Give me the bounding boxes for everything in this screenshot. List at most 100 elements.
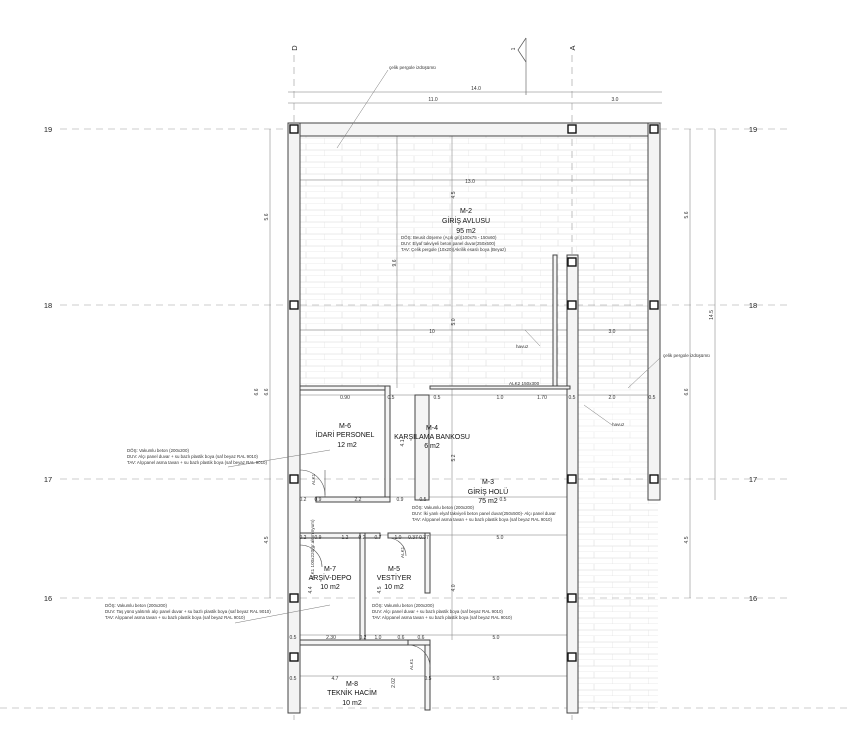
dimension-texts: 14.0 11.0 3.0 13.0 4.5 9.6 5.0 10 3.0 5.… bbox=[254, 86, 715, 688]
dim-text: 5.6 bbox=[264, 213, 270, 220]
dim-text: 0.5 bbox=[569, 395, 576, 401]
dim-text: 11.0 bbox=[428, 97, 438, 103]
room-note: DÖŞ: Vakumlu beton (200x200) bbox=[412, 505, 474, 510]
dim-text: 6.6 bbox=[254, 388, 260, 395]
dim-text: 6.6 bbox=[684, 388, 690, 395]
dim-text: 4.5 bbox=[264, 536, 270, 543]
dim-text: 5.2 bbox=[451, 454, 457, 461]
pool-area bbox=[578, 255, 648, 500]
room-name: GİRİŞ AVLUSU bbox=[442, 216, 490, 225]
room-code: M-8 bbox=[346, 681, 358, 688]
room-m7: M-7 ARŞİV-DEPO 10 m2 DÖŞ: Vakumlu beton … bbox=[105, 566, 352, 620]
room-code: M-6 bbox=[339, 423, 351, 430]
door-label-teknik: ALK1 bbox=[409, 658, 414, 670]
room-note: DUV: İki yanlı elyaf takviyeli beton pan… bbox=[412, 511, 556, 516]
room-area: 6 m2 bbox=[424, 443, 440, 450]
room-area: 10 m2 bbox=[320, 584, 340, 591]
room-note: TAV: Alçıpanel asma tavan + su bazlı pla… bbox=[372, 615, 512, 620]
section-marker-icon bbox=[517, 37, 527, 95]
dim-text: 2.02 bbox=[391, 678, 397, 688]
dim-text: 3.0 bbox=[612, 97, 619, 103]
room-note: DÖŞ: Vakumlu beton (200x200) bbox=[105, 603, 167, 608]
room-m5: M-5 VESTİYER 10 m2 DÖŞ: Vakumlu beton (2… bbox=[372, 566, 512, 620]
room-code: M-4 bbox=[426, 425, 438, 432]
dim-text: 5.6 bbox=[684, 211, 690, 218]
room-m8: M-8 TEKNİK HACİM 10 m2 bbox=[327, 681, 377, 707]
pool-note-2: havuz bbox=[612, 422, 625, 427]
dim-text: 4.5 bbox=[451, 191, 457, 198]
dim-text: 2.0 bbox=[609, 395, 616, 401]
dim-text: 0.37 bbox=[419, 535, 429, 541]
room-name: GİRİŞ HOLÜ bbox=[468, 487, 508, 496]
dim-text: 6.6 bbox=[264, 388, 270, 395]
dim-text: 0.5 bbox=[434, 395, 441, 401]
dim-text: 0.5 bbox=[290, 676, 297, 682]
pool-note-1: havuz bbox=[516, 344, 529, 349]
axis-label-16-right: 16 bbox=[749, 594, 757, 603]
room-code: M-7 bbox=[324, 566, 336, 573]
room-code: M-2 bbox=[460, 208, 472, 215]
axis-label-18-right: 18 bbox=[749, 301, 757, 310]
columns bbox=[289, 124, 659, 662]
dim-text: 0.2 bbox=[359, 535, 366, 541]
dim-text: 0.7 bbox=[375, 535, 382, 541]
side-paving bbox=[578, 500, 658, 710]
dim-text: 5.0 bbox=[493, 635, 500, 641]
dim-text: 0.9 bbox=[315, 535, 322, 541]
room-area: 12 m2 bbox=[337, 442, 357, 449]
dim-text: 1.0 bbox=[497, 395, 504, 401]
dim-text: 0.90 bbox=[340, 395, 350, 401]
room-area: 10 m2 bbox=[342, 700, 362, 707]
room-name: VESTİYER bbox=[377, 573, 412, 582]
room-note: DÖŞ: Beusit döşeme (Açık gri)(100x75 - 1… bbox=[401, 235, 497, 240]
room-area: 75 m2 bbox=[478, 498, 498, 505]
dim-text: 14.5 bbox=[709, 310, 715, 320]
dim-text: 0.5 bbox=[649, 395, 656, 401]
dim-text: 0.9 bbox=[315, 497, 322, 503]
dim-text: 0.37 bbox=[408, 535, 418, 541]
dim-text: 1.0 bbox=[395, 535, 402, 541]
door-label-idari: ALK1 bbox=[311, 473, 316, 485]
dim-text: 5.0 bbox=[451, 318, 457, 325]
dim-text: 10 bbox=[429, 329, 435, 335]
dim-text: 0.5 bbox=[420, 497, 427, 503]
walls bbox=[287, 122, 661, 714]
room-note: TAV: Çelik pergole (10x20)(Akrilik esasl… bbox=[401, 247, 506, 252]
room-m6: M-6 İDARİ PERSONEL 12 m2 DÖŞ: Vakumlu be… bbox=[127, 423, 374, 465]
dim-text: 4.4 bbox=[308, 586, 314, 593]
room-note: TAV: Alçıpanel asma tavan + su bazlı pla… bbox=[127, 460, 267, 465]
dim-text: 4.7 bbox=[332, 676, 339, 682]
axis-label-17: 17 bbox=[44, 475, 52, 484]
axis-label-18: 18 bbox=[44, 301, 52, 310]
dim-text: 0.6 bbox=[418, 635, 425, 641]
dim-text: 1.2 bbox=[342, 535, 349, 541]
dim-text: 2.2 bbox=[355, 497, 362, 503]
room-note: DÖŞ: Vakumlu beton (200x200) bbox=[127, 448, 189, 453]
axis-label-a: A bbox=[568, 45, 577, 50]
dim-text: 4.5 bbox=[377, 586, 383, 593]
dim-text: 3.0 bbox=[609, 329, 616, 335]
axis-label-19: 19 bbox=[44, 125, 52, 134]
dim-text: 14.0 bbox=[471, 86, 481, 92]
dim-text: 0.2 bbox=[300, 497, 307, 503]
room-area: 95 m2 bbox=[456, 228, 476, 235]
pergola-note-right: çelik pergole izdüşümü bbox=[663, 353, 710, 358]
room-name: TEKNİK HACİM bbox=[327, 688, 377, 697]
room-m2: M-2 GİRİŞ AVLUSU 95 m2 DÖŞ: Beusit döşem… bbox=[401, 208, 506, 252]
window-label: ALK2 150x300 bbox=[509, 381, 540, 386]
axis-label-17-right: 17 bbox=[749, 475, 757, 484]
room-code: M-3 bbox=[482, 479, 494, 486]
room-area: 10 m2 bbox=[384, 584, 404, 591]
room-code: M-5 bbox=[388, 566, 400, 573]
room-note: DUV: Taş yünü yalıtımlı alçı panel duvar… bbox=[105, 609, 271, 614]
dim-text: 4.0 bbox=[451, 584, 457, 591]
dim-text: 0.5 bbox=[500, 497, 507, 503]
door-swings bbox=[299, 469, 431, 668]
room-m3: M-3 GİRİŞ HOLÜ 75 m2 DÖŞ: Vakumlu beton … bbox=[412, 479, 556, 522]
dim-text: 5.0 bbox=[497, 535, 504, 541]
room-name: ARŞİV-DEPO bbox=[309, 573, 352, 582]
dim-text: 4.1 bbox=[400, 439, 406, 446]
section-marker-label: 1 bbox=[511, 47, 517, 50]
dim-text: 4.5 bbox=[684, 536, 690, 543]
